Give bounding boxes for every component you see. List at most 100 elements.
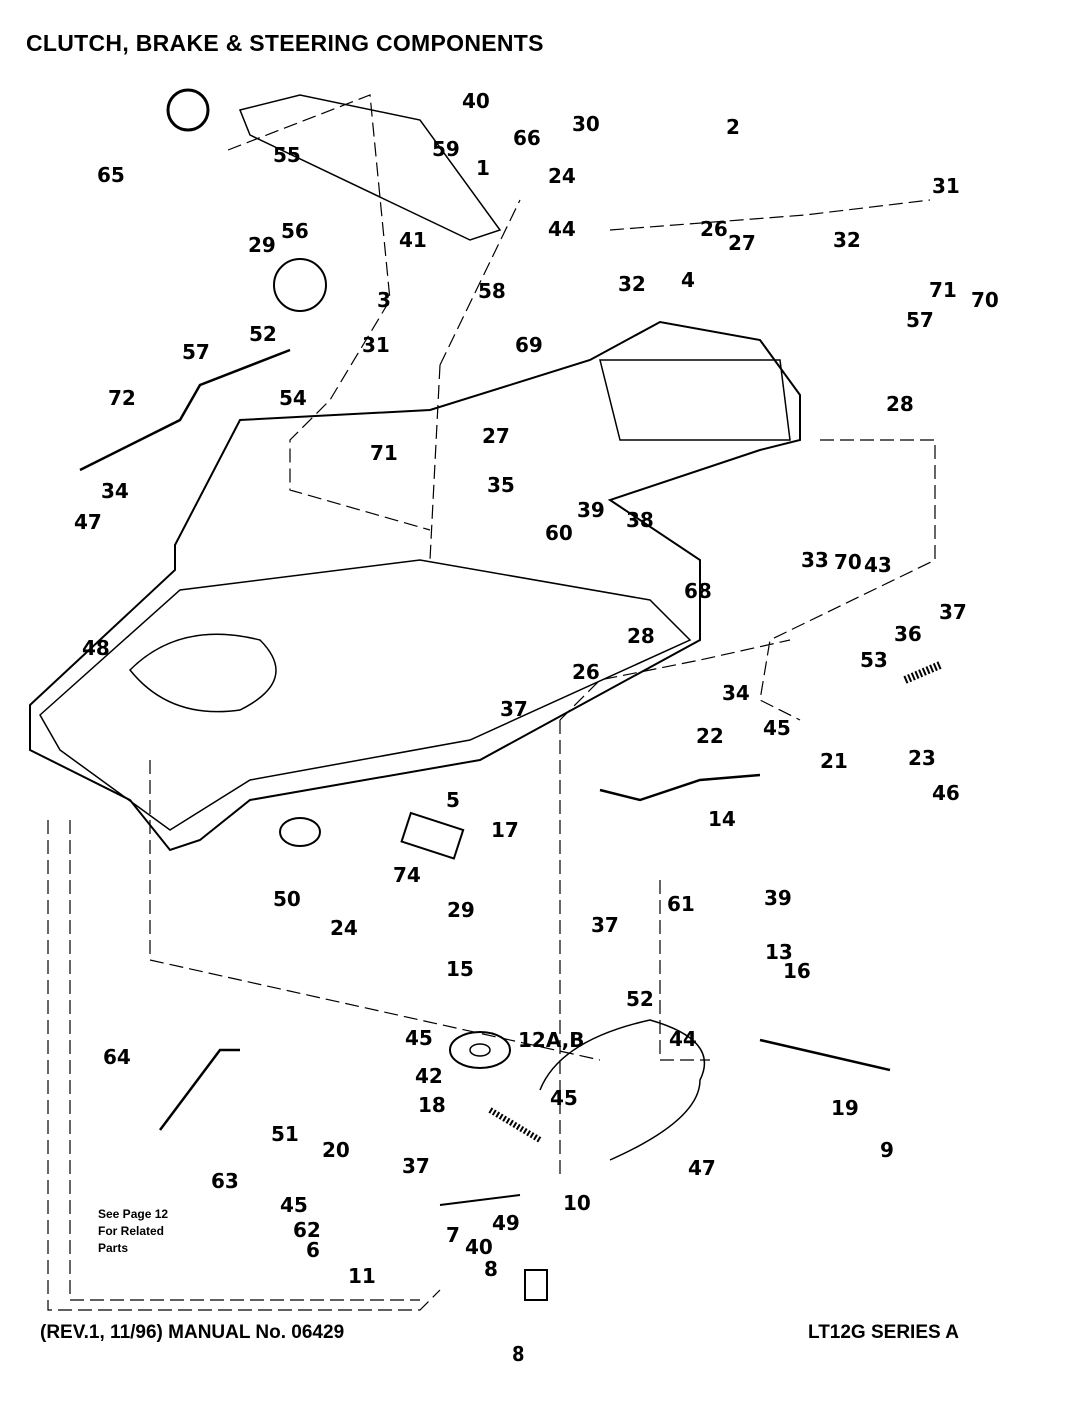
callout-label: 2 bbox=[726, 115, 740, 139]
callout-label: 13 bbox=[765, 940, 793, 964]
callout-label: 43 bbox=[864, 553, 892, 577]
model-series: LT12G SERIES A bbox=[808, 1322, 959, 1343]
rod-10 bbox=[439, 1194, 521, 1206]
callout-label: 31 bbox=[932, 174, 960, 198]
callout-label: 17 bbox=[491, 818, 519, 842]
callout-label: 40 bbox=[462, 89, 490, 113]
page-title: CLUTCH, BRAKE & STEERING COMPONENTS bbox=[26, 30, 544, 56]
spring-42 bbox=[488, 1107, 542, 1143]
note-line: See Page 12 bbox=[98, 1207, 169, 1221]
callout-label: 54 bbox=[279, 386, 307, 410]
callout-label: 58 bbox=[478, 279, 506, 303]
callout-label: 46 bbox=[932, 781, 960, 805]
rod-18 bbox=[759, 1038, 891, 1072]
callout-label: 45 bbox=[763, 716, 791, 740]
callout-label: 69 bbox=[515, 333, 543, 357]
callout-label: 34 bbox=[722, 681, 750, 705]
steering-plate bbox=[238, 94, 502, 241]
callout-label: 23 bbox=[908, 746, 936, 770]
callout-label: 24 bbox=[330, 916, 358, 940]
rod-23 bbox=[599, 773, 761, 802]
callout-label: 5 bbox=[446, 788, 460, 812]
callout-label: 39 bbox=[577, 498, 605, 522]
frame-opening bbox=[128, 633, 277, 713]
rod-12 bbox=[159, 1048, 240, 1131]
callout-label: 37 bbox=[500, 697, 528, 721]
callout-label: 33 bbox=[801, 548, 829, 572]
note-line: Parts bbox=[98, 1241, 129, 1255]
callout-label: 6 bbox=[306, 1238, 320, 1262]
callout-label: 59 bbox=[432, 137, 460, 161]
callout-label: 8 bbox=[484, 1257, 498, 1281]
callout-label: 51 bbox=[271, 1122, 299, 1146]
callout-label: 32 bbox=[618, 272, 646, 296]
callout-label: 74 bbox=[393, 863, 421, 887]
guide-lines bbox=[47, 94, 936, 1311]
related-parts-note: See Page 12 For Related Parts bbox=[98, 1206, 168, 1257]
callout-label: 37 bbox=[591, 913, 619, 937]
callout-label: 10 bbox=[563, 1191, 591, 1215]
callout-label: 27 bbox=[728, 231, 756, 255]
callout-label: 66 bbox=[513, 126, 541, 150]
callout-label: 45 bbox=[280, 1193, 308, 1217]
callout-label: 71 bbox=[370, 441, 398, 465]
switch-11 bbox=[524, 1269, 548, 1301]
callout-label: 45 bbox=[405, 1026, 433, 1050]
callout-label: 71 bbox=[929, 278, 957, 302]
frame-outline bbox=[29, 320, 801, 852]
callout-label: 57 bbox=[182, 340, 210, 364]
callout-label: 45 bbox=[550, 1086, 578, 1110]
callout-label: 62 bbox=[293, 1218, 321, 1242]
callout-label: 70 bbox=[834, 550, 862, 574]
callout-label: 72 bbox=[108, 386, 136, 410]
callout-label: 27 bbox=[482, 424, 510, 448]
callout-label: 36 bbox=[894, 622, 922, 646]
sector-gear-41 bbox=[273, 258, 327, 312]
pulley-15 bbox=[449, 1031, 511, 1069]
ring-65 bbox=[166, 88, 210, 132]
callout-label: 48 bbox=[82, 636, 110, 660]
callout-label: 55 bbox=[273, 143, 301, 167]
callout-label: 18 bbox=[418, 1093, 446, 1117]
callout-label: 41 bbox=[399, 228, 427, 252]
callout-label: 65 bbox=[97, 163, 125, 187]
callout-label: 52 bbox=[249, 322, 277, 346]
callout-label: 47 bbox=[74, 510, 102, 534]
callout-label: 28 bbox=[627, 624, 655, 648]
callout-label: 30 bbox=[572, 112, 600, 136]
callout-label: 70 bbox=[971, 288, 999, 312]
callout-label: 37 bbox=[939, 600, 967, 624]
callout-label: 4 bbox=[681, 268, 695, 292]
callout-label: 35 bbox=[487, 473, 515, 497]
callout-label: 31 bbox=[362, 333, 390, 357]
callout-label: 29 bbox=[248, 233, 276, 257]
callout-label: 26 bbox=[700, 217, 728, 241]
frame-inner bbox=[39, 559, 692, 831]
callout-label: 3 bbox=[377, 288, 391, 312]
callout-label: 29 bbox=[447, 898, 475, 922]
callout-label: 61 bbox=[667, 892, 695, 916]
callout-label: 44 bbox=[548, 217, 576, 241]
callout-label: 12A,B bbox=[518, 1028, 585, 1052]
spring-36 bbox=[903, 661, 942, 684]
callout-label: 63 bbox=[211, 1169, 239, 1193]
callout-label: 57 bbox=[906, 308, 934, 332]
pivot-74 bbox=[279, 817, 321, 847]
callout-label: 53 bbox=[860, 648, 888, 672]
callout-label: 49 bbox=[492, 1211, 520, 1235]
callout-label: 50 bbox=[273, 887, 301, 911]
callout-label: 28 bbox=[886, 392, 914, 416]
callout-label: 24 bbox=[548, 164, 576, 188]
callout-label: 56 bbox=[281, 219, 309, 243]
callout-label: 47 bbox=[688, 1156, 716, 1180]
callout-label: 44 bbox=[669, 1027, 697, 1051]
callout-label: 52 bbox=[626, 987, 654, 1011]
page-number: 8 bbox=[512, 1342, 525, 1366]
cable-20 bbox=[539, 1019, 706, 1161]
callout-label: 1 bbox=[476, 156, 490, 180]
frame-tunnel bbox=[599, 359, 791, 441]
callout-label: 14 bbox=[708, 807, 736, 831]
callout-label: 42 bbox=[415, 1064, 443, 1088]
callout-label: 19 bbox=[831, 1096, 859, 1120]
